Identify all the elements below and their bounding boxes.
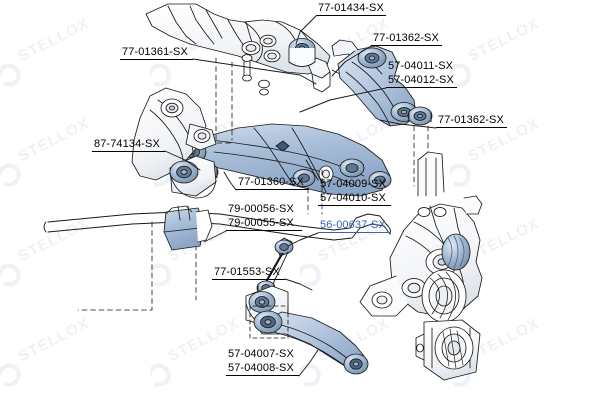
- underline-57-04010-SX: [318, 205, 391, 206]
- part-number-79-00056-SX: 79-00056-SX: [228, 203, 294, 215]
- part-number-79-00055-SX: 79-00055-SX: [228, 217, 294, 229]
- leader-77-01361: [192, 58, 317, 85]
- part-number-77-01360-SX: 77-01360-SX: [238, 176, 304, 188]
- underline-79-00055-SX: [226, 230, 302, 231]
- leader-57-04009: [305, 159, 319, 181]
- leader-77-01434: [295, 15, 317, 45]
- leader-57-04007: [298, 349, 319, 377]
- part-number-77-01361-SX: 77-01361-SX: [122, 46, 188, 58]
- leader-77-01360: [223, 171, 237, 191]
- leader-77-01553: [284, 278, 313, 291]
- part-number-56-00637-SX[interactable]: 56-00637-SX: [320, 219, 386, 231]
- part-number-77-01362-SX: 77-01362-SX: [373, 32, 439, 44]
- underline-77-01360-SX: [236, 189, 309, 190]
- wheel-hub-bearing: [415, 233, 481, 381]
- part-number-77-01434-SX: 77-01434-SX: [318, 2, 384, 14]
- stabilizer-bushing-79-00055: [163, 205, 213, 251]
- trailing-link-57-04007: [249, 305, 369, 375]
- part-number-57-04009-SX: 57-04009-SX: [320, 178, 386, 190]
- underline-56-00637-SX: [318, 232, 391, 233]
- bushing-77-01362-right: [407, 106, 433, 126]
- part-number-57-04012-SX: 57-04012-SX: [388, 74, 454, 86]
- leader-79-00056: [203, 230, 227, 243]
- subframe-mount-bracket: [131, 87, 217, 199]
- leader-77-01362-lower: [379, 119, 437, 129]
- bushing-57-04009: [292, 165, 334, 188]
- fastener-details: [241, 54, 270, 96]
- leader-56-00637: [287, 232, 319, 247]
- part-number-57-04007-SX: 57-04007-SX: [228, 348, 294, 360]
- underline-87-74134-SX: [92, 151, 165, 152]
- part-number-57-04011-SX: 57-04011-SX: [388, 60, 454, 72]
- leader-57-04011: [299, 87, 387, 113]
- part-number-57-04010-SX: 57-04010-SX: [320, 192, 386, 204]
- underline-57-04012-SX: [386, 87, 457, 88]
- upper-control-arm: [331, 39, 418, 127]
- part-number-87-74134-SX: 87-74134-SX: [94, 138, 160, 150]
- underline-77-01434-SX: [316, 15, 386, 16]
- leader-87-74134: [164, 150, 201, 171]
- underline-77-01361-SX: [120, 59, 193, 60]
- underline-77-01362-SX: [371, 45, 442, 46]
- bushing-77-01434: [288, 38, 316, 67]
- underline-57-04008-SX: [226, 375, 299, 376]
- underline-77-01362-SX: [436, 127, 507, 128]
- underline-77-01553-SX: [212, 279, 285, 280]
- part-number-57-04008-SX: 57-04008-SX: [228, 362, 294, 374]
- leader-77-01362-upper: [331, 45, 372, 77]
- part-number-77-01553-SX: 77-01553-SX: [214, 266, 280, 278]
- part-number-77-01362-SX: 77-01362-SX: [438, 114, 504, 126]
